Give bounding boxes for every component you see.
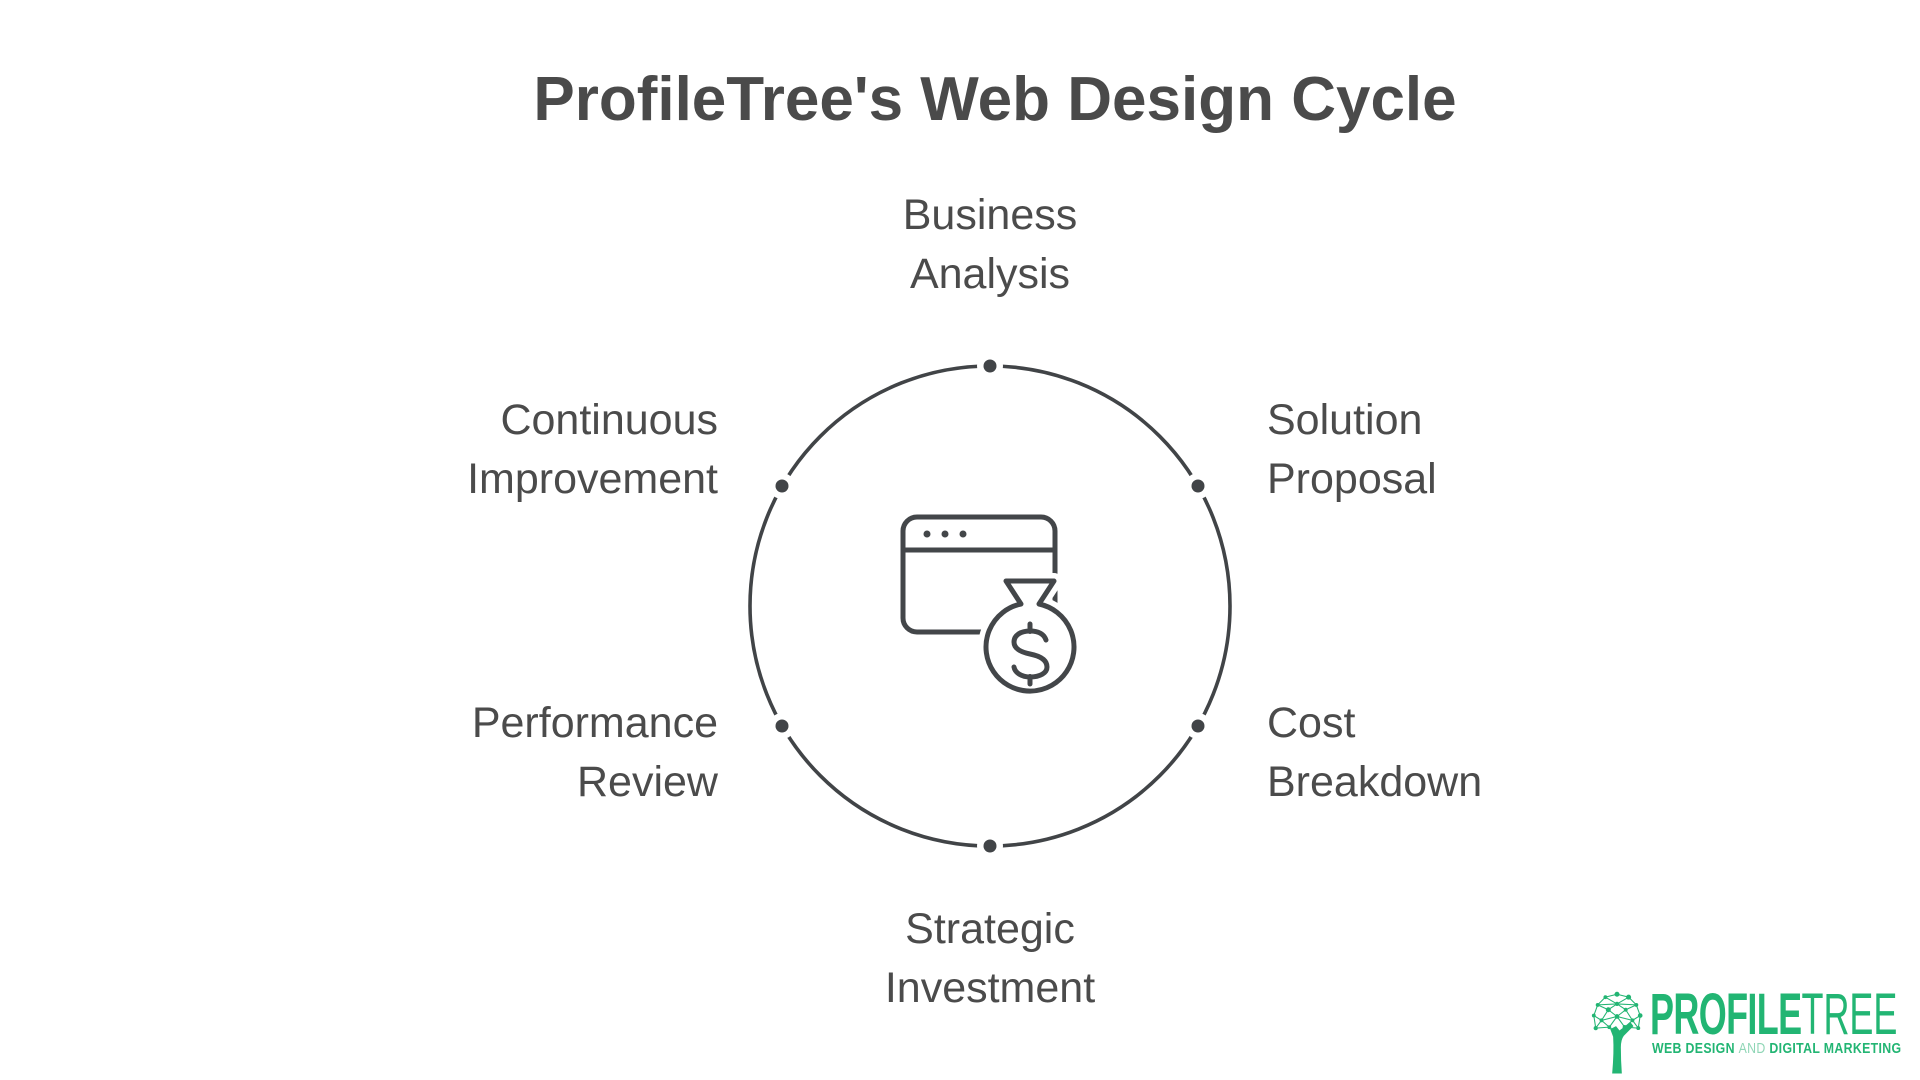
cycle-node-business-analysis [983,359,997,373]
tagline-and: AND [1738,1041,1766,1057]
cycle-node-performance-review [775,719,789,733]
page-title: ProfileTree's Web Design Cycle [533,64,1457,134]
step-label-line: Continuous [500,396,718,444]
step-label-line: Proposal [1267,455,1437,503]
step-label-line: Improvement [467,455,718,503]
tagline-web-design: WEB DESIGN [1652,1041,1735,1057]
logo-word-profile: PROFILE [1650,982,1802,1047]
cycle-node-cost-breakdown [1191,719,1205,733]
cycle-step-strategic-investment: Strategic Investment [740,900,1240,1018]
step-label-line: Review [577,758,718,806]
cycle-step-continuous-improvement: Continuous Improvement [318,391,718,509]
step-label-line: Cost [1267,699,1356,747]
logo-tagline: WEB DESIGN AND DIGITAL MARKETING [1652,1041,1901,1057]
cycle-step-solution-proposal: Solution Proposal [1267,391,1687,509]
step-label-line: Strategic [905,905,1075,953]
cycle-circle [748,364,1232,848]
step-label-line: Analysis [909,250,1071,298]
cycle-step-performance-review: Performance Review [318,694,718,812]
step-label-line: Performance [471,699,718,747]
tree-trunk [1610,1022,1634,1074]
dollar-sign-icon [1011,621,1050,687]
step-label-line: Business [902,191,1078,239]
network-tree-icon [1591,991,1643,1074]
browser-window-dots [923,530,967,538]
step-label-line: Investment [884,964,1096,1012]
logo-word-tree: TREE [1801,982,1898,1047]
cycle-step-business-analysis: Business Analysis [740,186,1240,304]
cycle-step-cost-breakdown: Cost Breakdown [1267,694,1687,812]
step-label-line: Breakdown [1267,758,1483,806]
cycle-node-halos [769,353,1211,859]
cycle-node-strategic-investment [983,839,997,853]
step-label-line: Solution [1267,396,1423,444]
profiletree-logo: PROFILETREE WEB DESIGN AND DIGITAL MARKE… [1588,986,1908,1076]
tagline-digital-marketing: DIGITAL MARKETING [1769,1041,1902,1057]
money-bag-icon [983,578,1077,694]
logo-wordmark: PROFILETREE [1650,986,1897,1044]
cycle-node-solution-proposal [1191,479,1205,493]
cycle-node-continuous-improvement [775,479,789,493]
